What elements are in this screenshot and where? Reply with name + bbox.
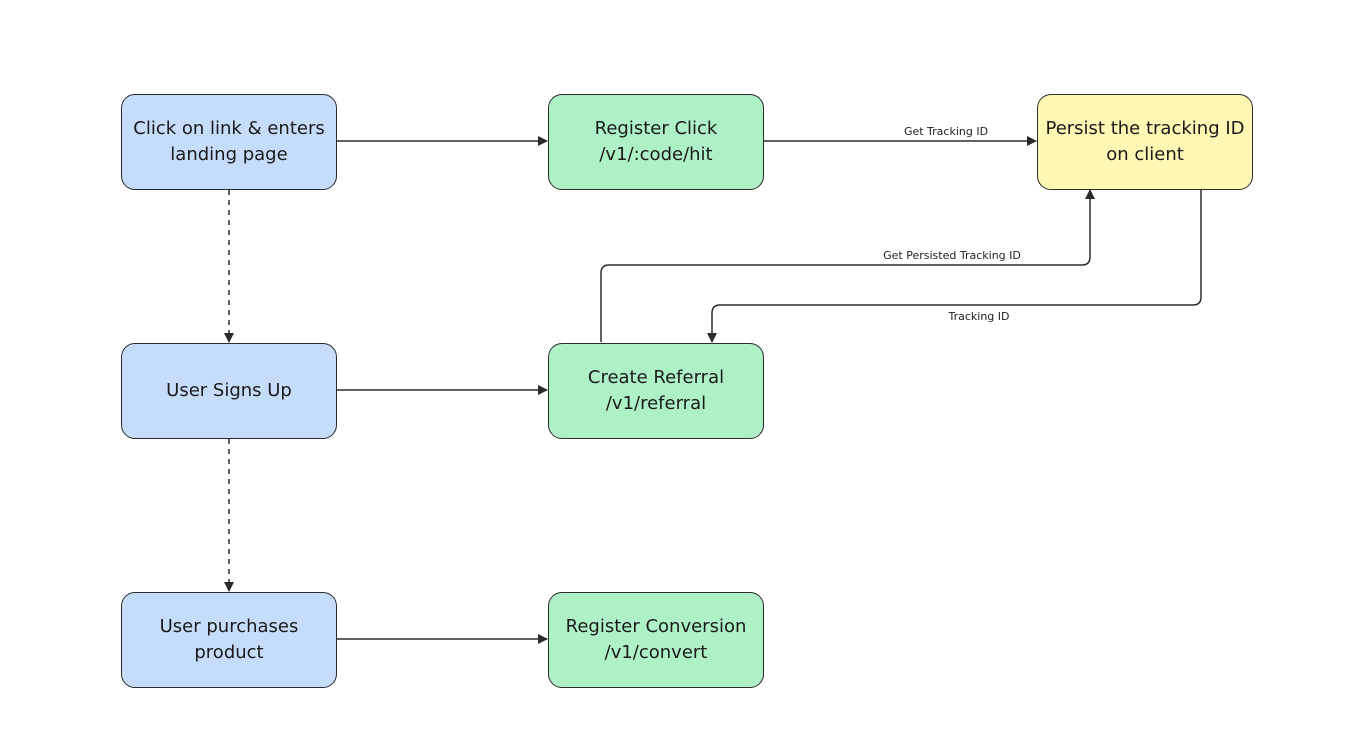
arrow-create-referral-to-persist	[600, 189, 1095, 342]
edge-label-get-persisted-tracking-id: Get Persisted Tracking ID	[883, 249, 1021, 262]
node-persist-tracking-id: Persist the tracking ID on client	[1037, 94, 1253, 190]
node-label-line: landing page	[170, 144, 288, 165]
node-label-line: /v1/referral	[605, 393, 707, 414]
node-user-purchases-product: User purchases product	[121, 592, 337, 688]
node-create-referral: Create Referral /v1/referral	[548, 343, 764, 439]
arrow-persist-to-create-referral	[707, 190, 1202, 343]
node-label-line: product	[194, 642, 264, 663]
node-label-line: on client	[1106, 144, 1184, 165]
node-user-signs-up: User Signs Up	[121, 343, 337, 439]
node-label-line: User purchases	[159, 616, 299, 637]
node-label-line: Register Click	[594, 118, 718, 139]
edge-label-get-tracking-id: Get Tracking ID	[904, 125, 988, 138]
edge-label-tracking-id: Tracking ID	[947, 310, 1009, 323]
node-label-line: Register Conversion	[565, 616, 747, 637]
node-register-conversion: Register Conversion /v1/convert	[548, 592, 764, 688]
node-register-click: Register Click /v1/:code/hit	[548, 94, 764, 190]
node-label-line: /v1/convert	[604, 642, 708, 663]
node-label-line: Create Referral	[587, 367, 725, 388]
node-label-line: Click on link & enters	[133, 118, 325, 139]
node-label-line: User Signs Up	[166, 380, 292, 401]
node-label-line: Persist the tracking ID	[1045, 118, 1245, 139]
node-label-line: /v1/:code/hit	[599, 144, 713, 165]
node-click-link-landing-page: Click on link & enters landing page	[121, 94, 337, 190]
